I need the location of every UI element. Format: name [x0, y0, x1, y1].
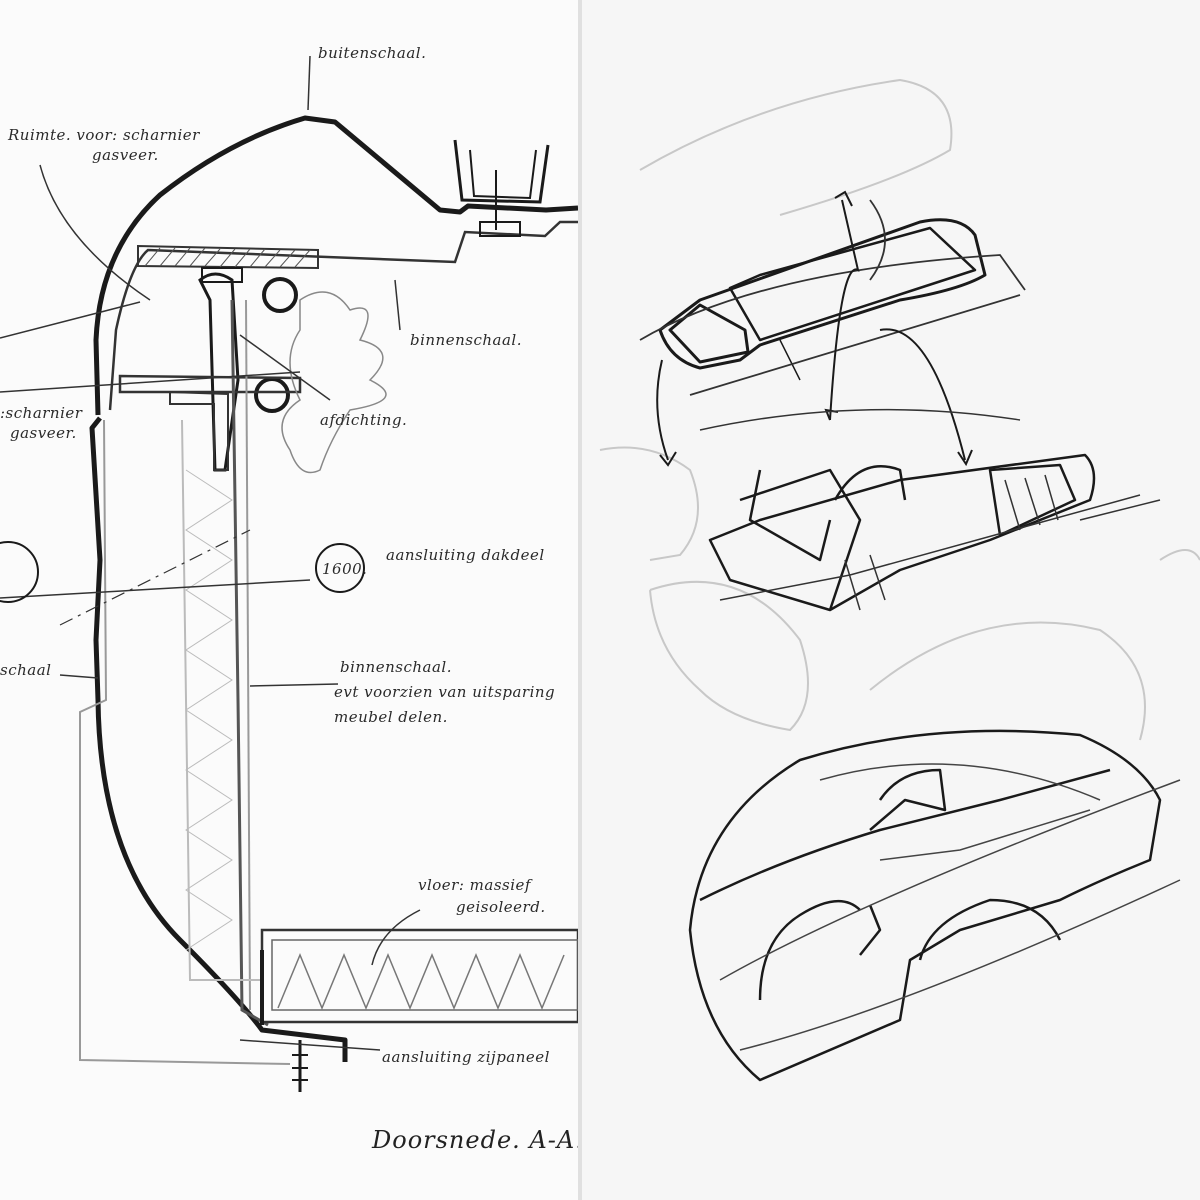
label-aansluiting-zijpaneel: aansluiting zijpaneel [382, 1048, 550, 1066]
label-schaal-left: schaal [0, 661, 51, 679]
label-section-title: Doorsnede. A-A. [371, 1126, 584, 1154]
lower-body-outline [688, 729, 1162, 1082]
label-ruimte-line1: Ruimte. voor: scharnier [7, 126, 200, 144]
interior-module-outline [708, 453, 1096, 612]
label-aansluiting-dakdeel: aansluiting dakdeel [386, 546, 545, 564]
label-ruimte-line2: gasveer. [92, 146, 159, 164]
label-binnenschaal-top: binnenschaal. [410, 331, 522, 349]
label-vloer-line1: vloer: massief [418, 876, 533, 894]
label-vloer-line2: geisoleerd. [456, 898, 546, 916]
cross-section-drawing: buitenschaal. Ruimte. voor: scharnier ga… [0, 0, 584, 1200]
label-binnenschaal-mid: binnenschaal. [340, 658, 452, 676]
outer-shell-line [93, 115, 579, 416]
label-left-line1: :scharnier [0, 404, 83, 422]
inner-wall-line [230, 299, 269, 1027]
label-afdichting: afdichting. [320, 411, 407, 429]
label-dimension: 1600. [322, 560, 367, 578]
seal-circle-top [262, 277, 298, 313]
label-left-line2: gasveer. [10, 424, 77, 442]
seal-circle-bottom [254, 377, 290, 413]
label-buitenschaal-top: buitenschaal. [318, 44, 426, 62]
label-uitsparing-line1: evt voorzien van uitsparing [334, 683, 555, 701]
label-uitsparing-line2: meubel delen. [334, 708, 448, 726]
roof-module-outline [658, 218, 987, 370]
panel-divider [578, 0, 582, 1200]
exploded-body-sketch [582, 0, 1200, 1200]
